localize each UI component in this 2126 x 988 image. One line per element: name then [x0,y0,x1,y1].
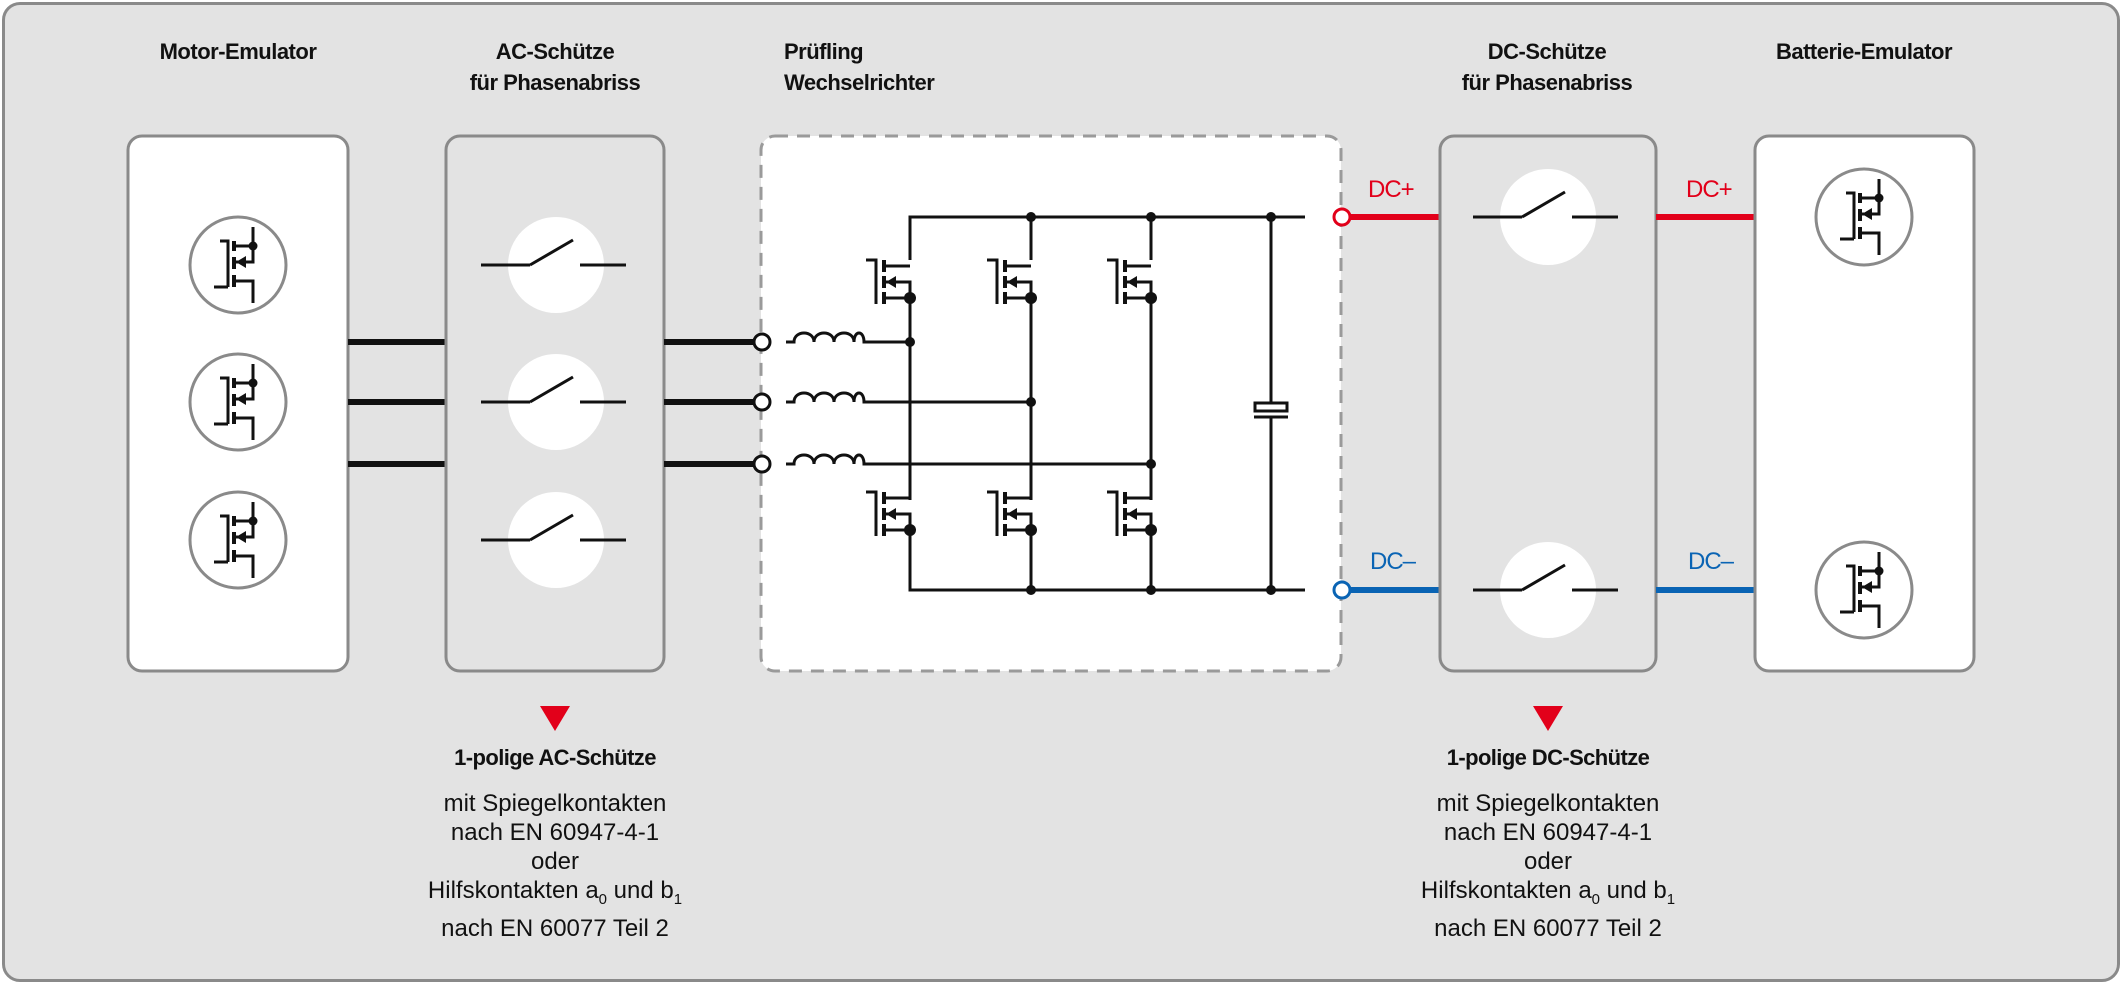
title-battery-emulator: Batterie-Emulator [1754,36,1974,67]
ac-note-line: oder [530,848,580,875]
dc-minus-terminal [1332,580,1352,600]
dc-note-line: Hilfskontakten a0 und b1 [1388,876,1708,914]
motor-mosfet-3 [188,490,288,590]
junction-dots [905,212,1276,595]
dut-inverter-box [759,134,1343,673]
inverter-bridge [876,215,1305,592]
dc-plus-label-left: DC+ [1368,176,1415,203]
title-ac-line1: AC-Schütze [495,39,615,64]
title-motor-emulator: Motor-Emulator [128,36,348,67]
text: Hilfskontakten a [1420,877,1592,904]
text: und b [1600,877,1667,904]
subscript: 0 [1591,890,1601,908]
marker-triangle-icon [540,706,570,731]
ac-phase-lines-left [348,339,446,467]
battery-emulator-box [1753,134,1976,673]
ac-terminal [752,332,772,352]
battery-mosfet-1 [1814,167,1914,267]
dc-note-line: nach EN 60077 Teil 2 [1434,914,1662,942]
title-dc-line2: für Phasenabriss [1461,70,1633,95]
dc-plus-terminal [1332,207,1352,227]
title-dut-inverter: Prüfling Wechselrichter [784,36,1004,98]
title-ac-line2: für Phasenabriss [469,70,641,95]
dc-plus-label-right: DC+ [1686,176,1733,203]
dc-minus-label-right: DC– [1688,548,1734,575]
dc-contactor-box [1438,134,1658,673]
title-dc-line1: DC-Schütze [1487,39,1607,64]
title-dut-line1: Prüfling [784,39,864,64]
capacitor-icon [1253,401,1289,419]
ac-note-line: mit Spiegelkontakten [443,790,667,817]
text: Hilfskontakten a [427,877,599,904]
ac-phase-lines-right [664,339,754,467]
title-battery-emulator-text: Batterie-Emulator [1775,39,1953,64]
motor-mosfet-2 [188,352,288,452]
dc-note-line: nach EN 60947-4-1 [1443,819,1653,846]
ac-note-heading: 1-polige AC-Schütze [454,745,656,770]
motor-mosfet-1 [188,215,288,315]
ac-note-body: mit Spiegelkontakten nach EN 60947-4-1 o… [395,789,715,943]
dc-note-line: mit Spiegelkontakten [1436,790,1660,817]
subscript: 1 [673,890,683,908]
dc-note-body: mit Spiegelkontakten nach EN 60947-4-1 o… [1388,789,1708,943]
title-motor-emulator-text: Motor-Emulator [159,39,317,64]
subscript: 0 [598,890,608,908]
subscript: 1 [1666,890,1676,908]
ac-note-line: nach EN 60947-4-1 [450,819,660,846]
dc-minus-label-left: DC– [1370,548,1416,575]
marker-triangle-icon [1533,706,1563,731]
battery-mosfet-2 [1814,540,1914,640]
ac-terminal [752,454,772,474]
title-dut-line2: Wechselrichter [784,70,935,95]
ac-terminal [752,392,772,412]
ac-note-line: nach EN 60077 Teil 2 [441,914,669,942]
dc-contactor-note: 1-polige DC-Schütze mit Spiegelkontakten… [1388,706,1708,943]
ac-note-line: Hilfskontakten a0 und b1 [395,876,715,914]
title-dc-contactors: DC-Schütze für Phasenabriss [1412,36,1682,98]
ac-contactor-note: 1-polige AC-Schütze mit Spiegelkontakten… [395,706,715,943]
dc-note-line: oder [1523,848,1573,875]
title-ac-contactors: AC-Schütze für Phasenabriss [420,36,690,98]
text: und b [607,877,674,904]
dc-note-heading: 1-polige DC-Schütze [1446,745,1650,770]
